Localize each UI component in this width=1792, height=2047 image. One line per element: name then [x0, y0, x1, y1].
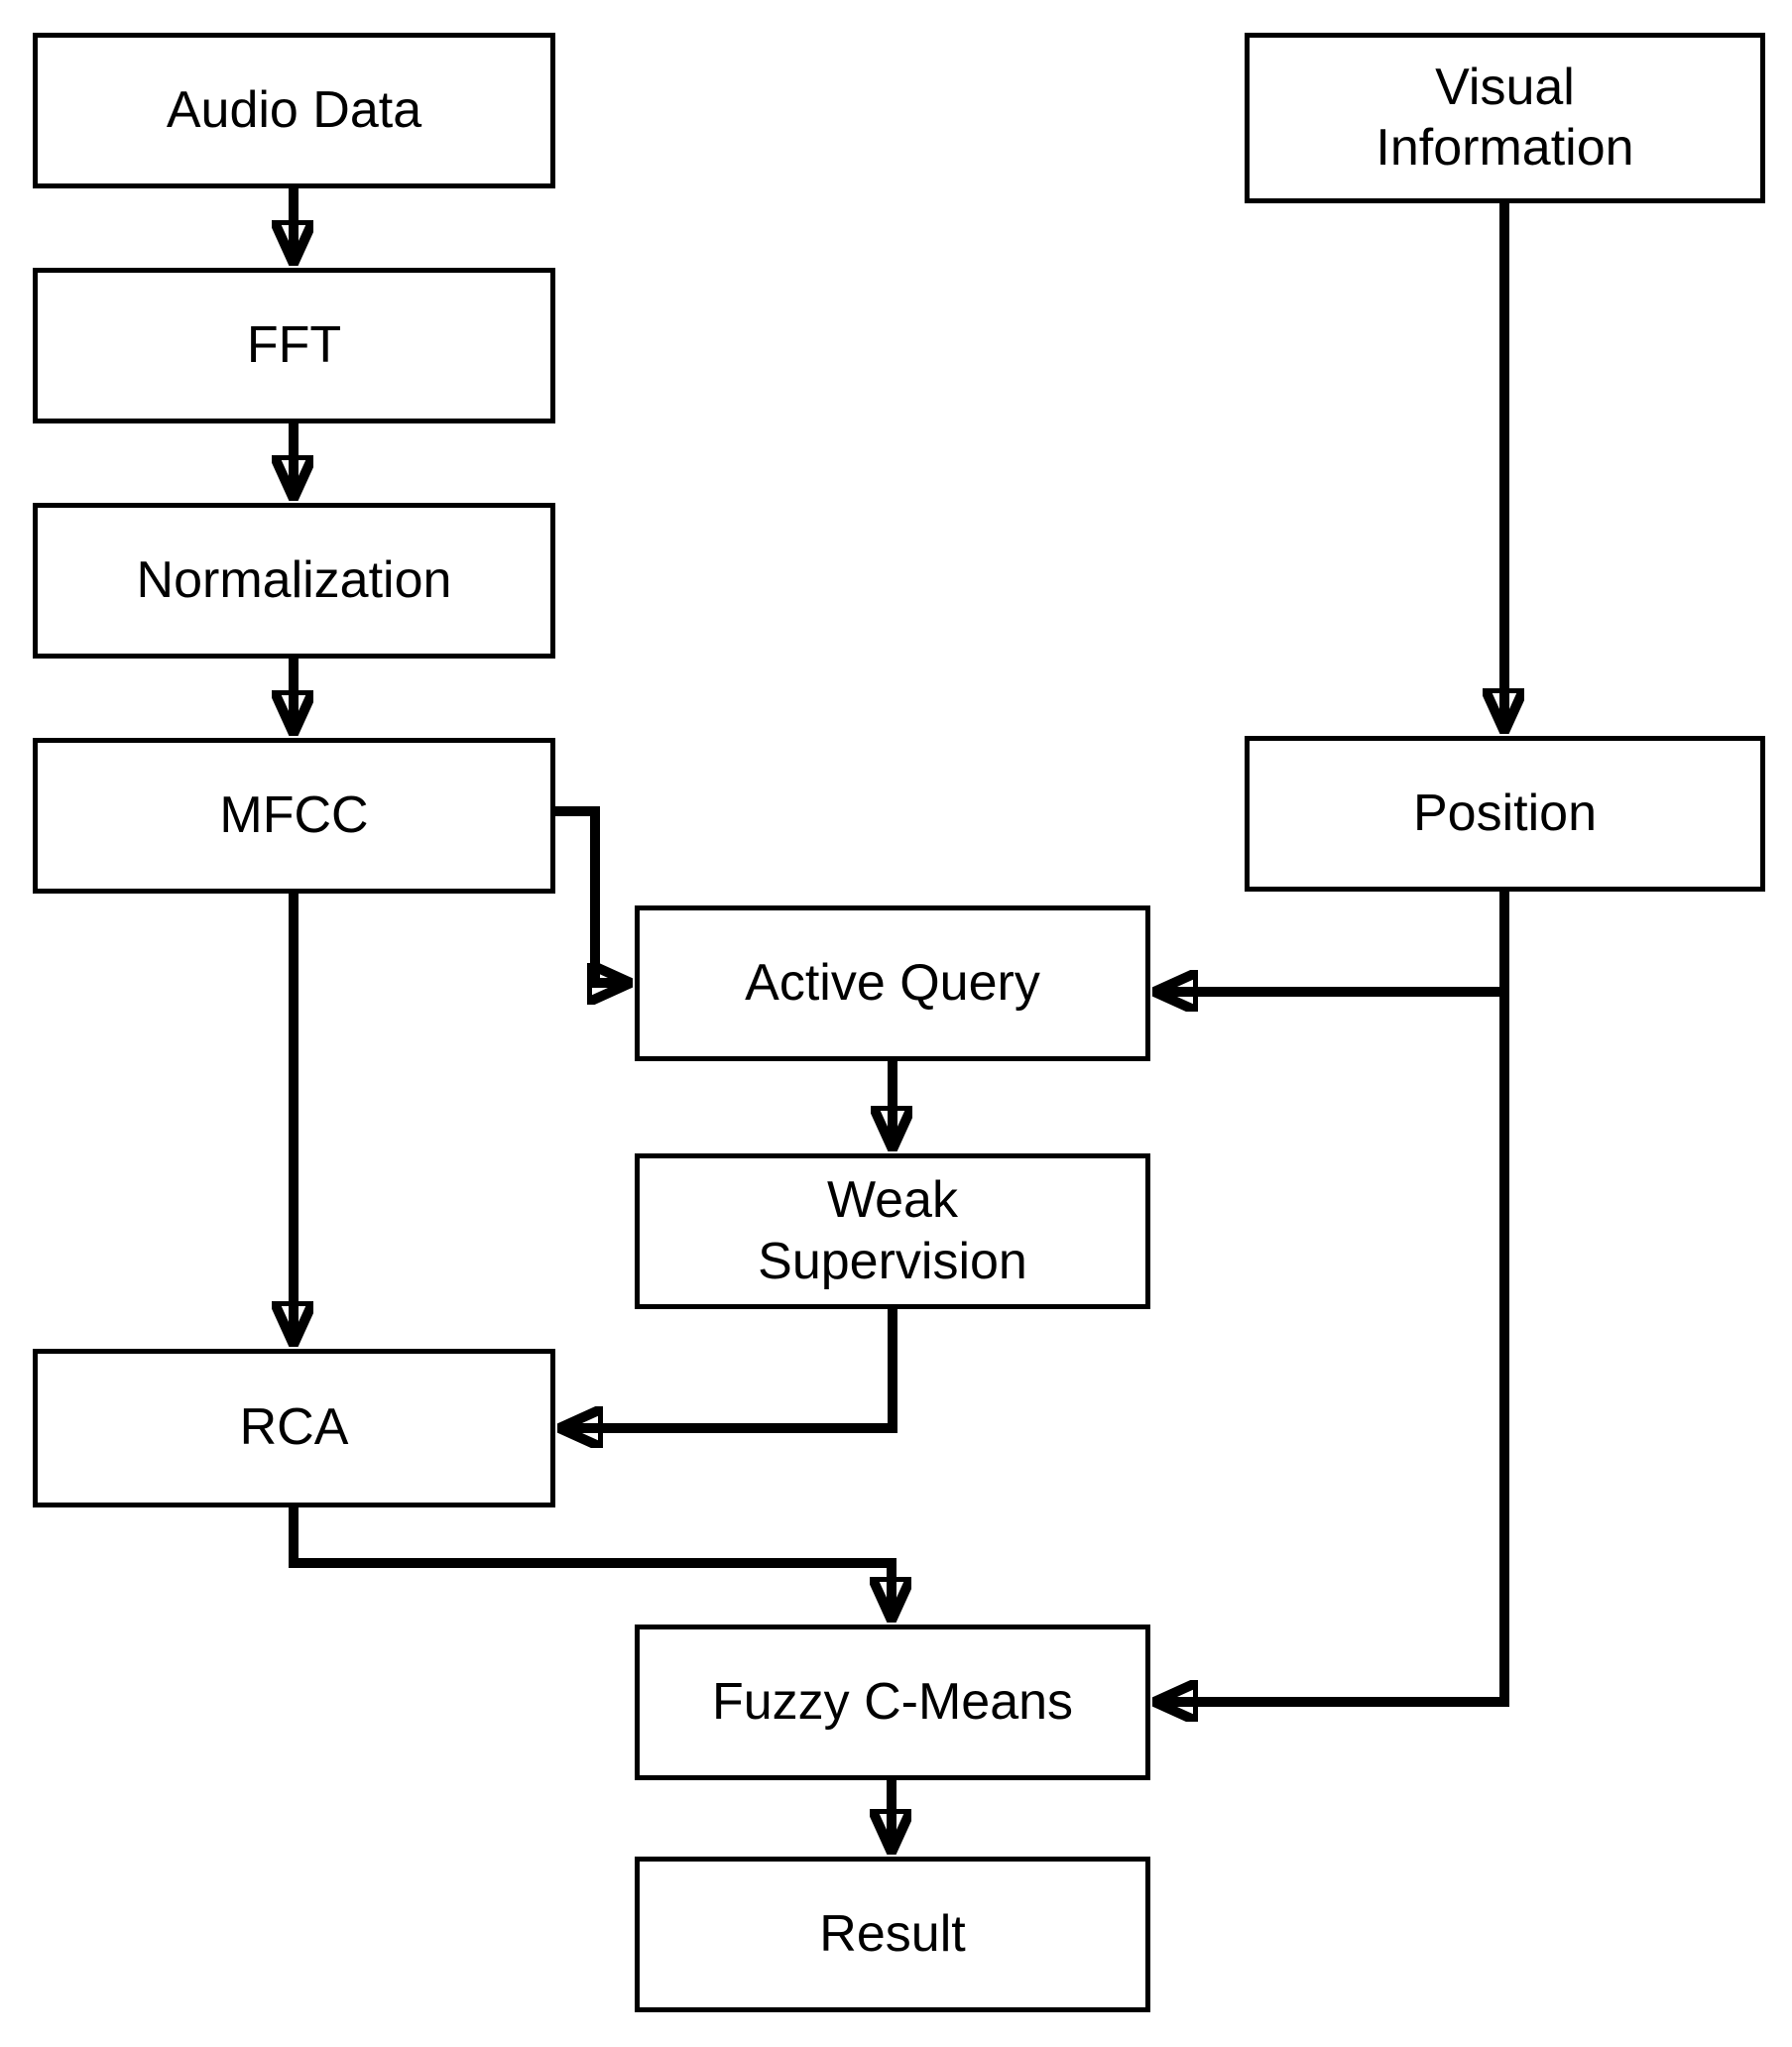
node-active-query: Active Query: [635, 905, 1150, 1061]
node-weak-supervision: Weak Supervision: [635, 1153, 1150, 1309]
arrow-weak-supervision-to-rca: [559, 1309, 897, 1428]
node-rca: RCA: [33, 1349, 555, 1507]
arrow-rca-to-fuzzy-c-means: [289, 1507, 892, 1621]
node-mfcc: MFCC: [33, 738, 555, 894]
node-audio-data: Audio Data: [33, 33, 555, 188]
node-normalization: Normalization: [33, 503, 555, 659]
node-position: Position: [1245, 736, 1765, 892]
node-result: Result: [635, 1857, 1150, 2012]
node-visual-information: Visual Information: [1245, 33, 1765, 203]
node-fuzzy-c-means: Fuzzy C-Means: [635, 1625, 1150, 1780]
node-fft: FFT: [33, 268, 555, 423]
arrow-position-to-fuzzy-c-means: [1154, 892, 1509, 1702]
arrow-mfcc-to-active-query: [553, 806, 631, 983]
